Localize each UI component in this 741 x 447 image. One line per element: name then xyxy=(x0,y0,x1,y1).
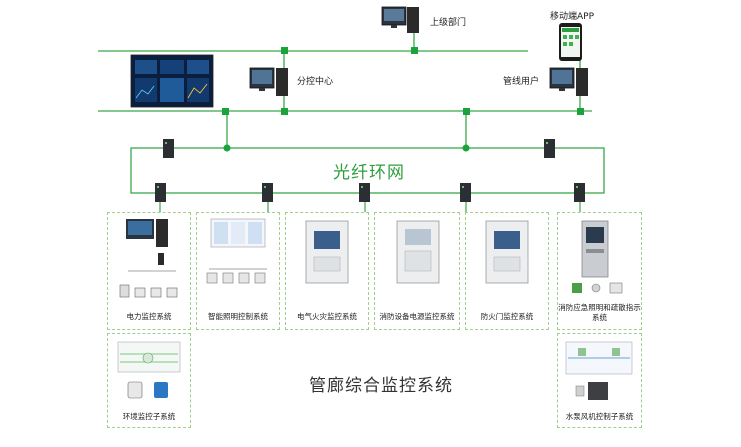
subsystem-electrical-fire: 电气火灾监控系统 xyxy=(285,212,369,330)
mobile-phone-icon xyxy=(559,23,582,61)
subsystem-fire-door: 防火门监控系统 xyxy=(465,212,549,330)
power-label: 电力监控系统 xyxy=(126,312,172,321)
mobile-app-label: 移动端APP xyxy=(550,12,595,22)
fiber-ring-label: 光纤环网 xyxy=(333,163,405,183)
subsystem-environment: 环境监控子系统 xyxy=(107,333,191,428)
subcontrol-center-label: 分控中心 xyxy=(297,77,334,87)
fire-door-label: 防火门监控系统 xyxy=(480,312,534,321)
switch-icon xyxy=(574,183,585,202)
subsystem-lighting: 智能照明控制系统 xyxy=(196,212,280,330)
kiosk-icon xyxy=(572,220,623,294)
emergency-lighting-label: 消防应急照明和疏散指示系统 xyxy=(558,303,641,322)
main-title: 管廊综合监控系统 xyxy=(309,376,453,396)
switch-icon xyxy=(155,183,166,202)
subsystem-fire-power: 消防设备电源监控系统 xyxy=(374,212,460,330)
cabinet-icon xyxy=(485,220,529,284)
lighting-equipment-icon xyxy=(206,218,267,284)
switch-icon xyxy=(359,183,370,202)
switch-icon xyxy=(262,183,273,202)
cabinet-icon xyxy=(396,220,440,284)
subsystem-pump-fan: 水泵风机控制子系统 xyxy=(557,333,642,428)
subsystem-emergency-lighting: 消防应急照明和疏散指示系统 xyxy=(557,212,642,330)
pump-fan-equipment-icon xyxy=(565,341,633,400)
subsystem-power: 电力监控系统 xyxy=(107,212,191,330)
environment-equipment-icon xyxy=(117,341,181,399)
switch-icon xyxy=(460,183,471,202)
lighting-label: 智能照明控制系统 xyxy=(208,312,268,321)
switch-icon xyxy=(544,139,555,158)
pump-fan-label: 水泵风机控制子系统 xyxy=(565,412,634,421)
dashboard-screen-icon xyxy=(130,54,214,108)
fire-power-label: 消防设备电源监控系统 xyxy=(379,312,455,321)
power-equipment-icon xyxy=(119,219,178,298)
electrical-fire-label: 电气火灾监控系统 xyxy=(297,312,357,321)
environment-label: 环境监控子系统 xyxy=(122,412,176,421)
cabinet-icon xyxy=(305,220,349,284)
workstation-icon xyxy=(549,67,588,96)
pipeline-user-label: 管线用户 xyxy=(503,77,540,87)
workstation-icon xyxy=(381,6,419,33)
workstation-icon xyxy=(249,67,288,96)
switch-icon xyxy=(163,139,174,158)
superior-department-label: 上级部门 xyxy=(430,18,467,28)
